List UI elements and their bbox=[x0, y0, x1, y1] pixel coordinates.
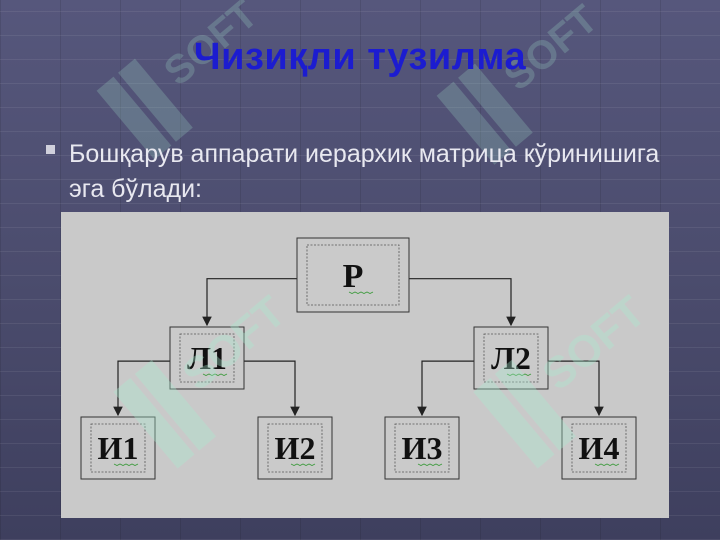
node-label: И1 bbox=[98, 430, 139, 466]
spellcheck-squiggle bbox=[202, 373, 228, 376]
spellcheck-squiggle bbox=[290, 463, 316, 466]
connector-l2-i4 bbox=[548, 360, 604, 417]
node-label: И4 bbox=[579, 430, 620, 466]
spellcheck-squiggle bbox=[113, 463, 139, 466]
node-inner-frame bbox=[179, 333, 235, 383]
node-label: Л2 bbox=[491, 340, 531, 376]
node-inner-frame bbox=[90, 423, 146, 473]
connector-l1-i1 bbox=[113, 360, 170, 417]
node-inner-frame bbox=[394, 423, 450, 473]
node-box bbox=[80, 416, 156, 480]
connector-l1-i2 bbox=[244, 360, 300, 417]
node-box bbox=[561, 416, 637, 480]
connector-l2-i3 bbox=[417, 360, 474, 417]
node-label: Р bbox=[343, 258, 364, 295]
node-p: Р bbox=[296, 237, 410, 313]
node-box bbox=[473, 326, 549, 390]
node-l2: Л2 bbox=[473, 326, 549, 390]
spellcheck-squiggle bbox=[594, 463, 620, 466]
node-label: И3 bbox=[402, 430, 443, 466]
node-inner-frame bbox=[571, 423, 627, 473]
node-i1: И1 bbox=[80, 416, 156, 480]
node-inner-frame bbox=[306, 244, 400, 306]
node-box bbox=[296, 237, 410, 313]
node-i3: И3 bbox=[384, 416, 460, 480]
bullet-text: Бошқарув аппарати иерархик матрица кўрин… bbox=[69, 140, 660, 203]
node-label: И2 bbox=[275, 430, 316, 466]
node-box bbox=[384, 416, 460, 480]
spellcheck-squiggle bbox=[417, 463, 443, 466]
bullet-square-icon bbox=[46, 145, 55, 154]
node-inner-frame bbox=[483, 333, 539, 383]
slide-title: Чизиқли тузилма bbox=[193, 36, 527, 78]
spellcheck-squiggle bbox=[506, 373, 532, 376]
node-inner-frame bbox=[267, 423, 323, 473]
node-label: Л1 bbox=[187, 340, 227, 376]
spellcheck-squiggle bbox=[348, 291, 374, 294]
bullet-item: Бошқарув аппарати иерархик матрица кўрин… bbox=[46, 137, 686, 207]
connector-p-l1 bbox=[202, 278, 297, 327]
node-l1: Л1 bbox=[169, 326, 245, 390]
node-i2: И2 bbox=[257, 416, 333, 480]
node-i4: И4 bbox=[561, 416, 637, 480]
node-box bbox=[257, 416, 333, 480]
connector-p-l2 bbox=[409, 278, 516, 327]
node-box bbox=[169, 326, 245, 390]
